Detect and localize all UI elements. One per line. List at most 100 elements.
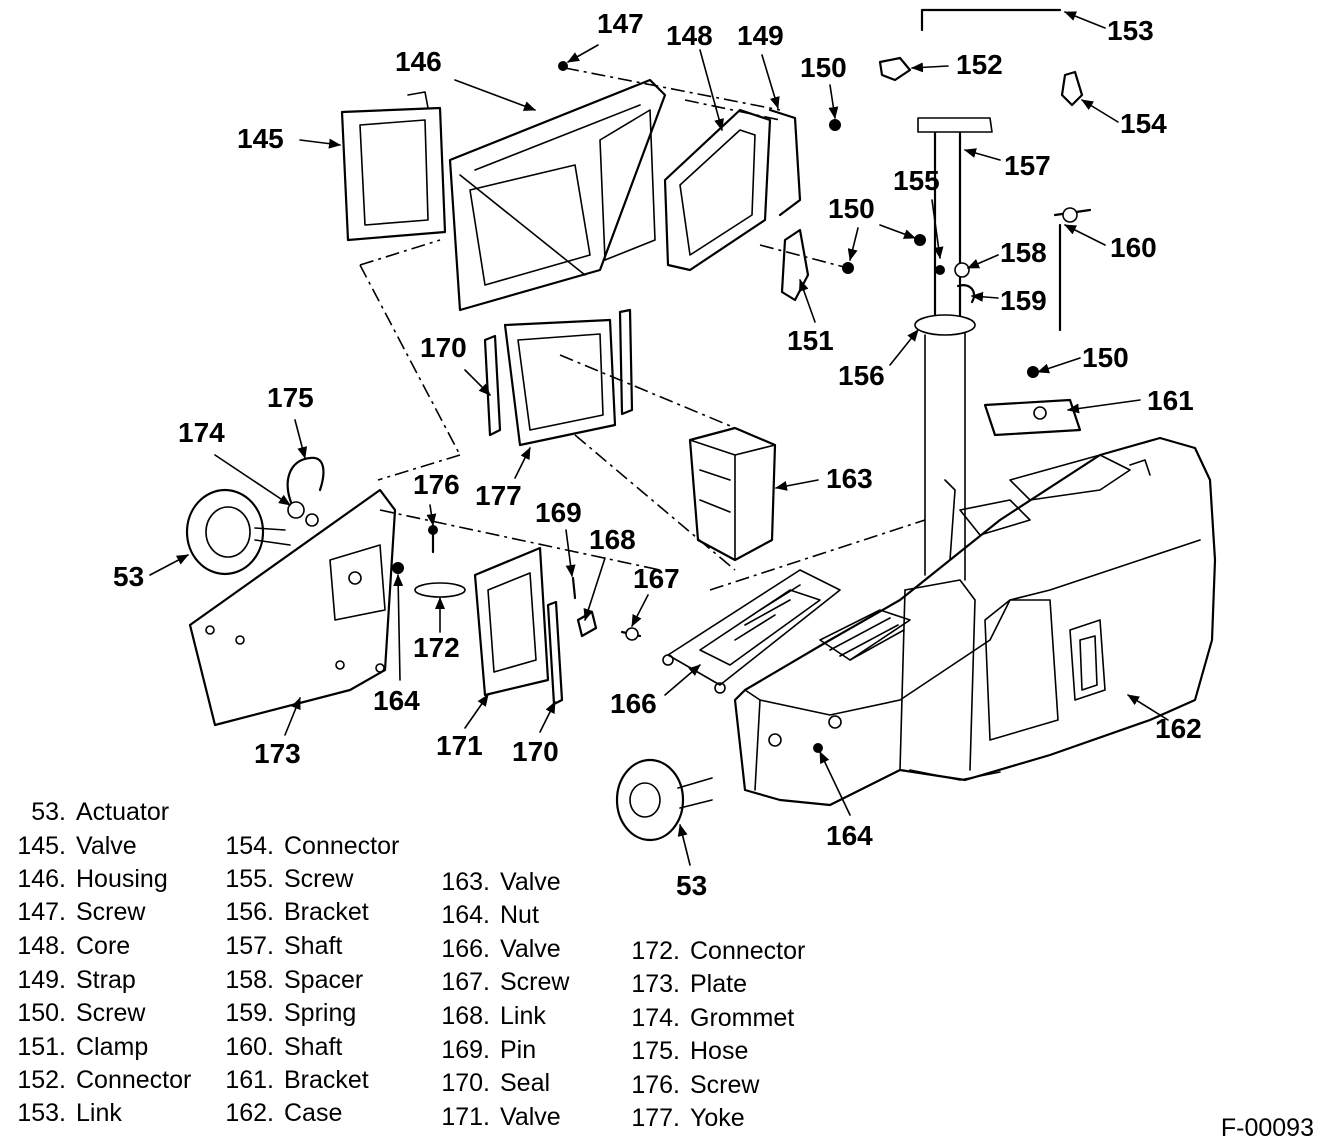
legend-item: 166.Valve (438, 935, 561, 963)
legend-number: 161. (225, 1066, 274, 1094)
legend-name: Connector (284, 832, 400, 860)
legend-number: 163. (441, 868, 490, 896)
callout-177: 177 (475, 480, 522, 511)
legend-number: 175. (631, 1037, 680, 1065)
legend-number: 149. (17, 966, 66, 994)
callout-175: 175 (267, 382, 314, 413)
housing-146-part (448, 78, 667, 312)
legend-number: 158. (225, 966, 274, 994)
legend-number: 162. (225, 1099, 274, 1127)
legend-number: 172. (631, 937, 680, 965)
callout-157: 157 (1004, 150, 1051, 181)
callout-146: 146 (395, 46, 442, 77)
legend-name: Spacer (284, 966, 364, 994)
legend-number: 53. (31, 798, 66, 826)
valve-171-part (473, 546, 564, 706)
legend-item: 152.Connector (10, 1066, 191, 1094)
legend-name: Pin (500, 1036, 537, 1064)
callout-163: 163 (826, 463, 873, 494)
shaft-assembly (914, 117, 993, 581)
legend-name: Screw (500, 968, 570, 996)
seal-170-upper (483, 308, 634, 437)
legend-number: 145. (17, 832, 66, 860)
callout-159: 159 (1000, 285, 1047, 316)
callout-147: 147 (597, 8, 644, 39)
callout-168: 168 (589, 524, 636, 555)
legend-name: Seal (500, 1069, 551, 1097)
legend-name: Connector (690, 937, 806, 965)
legend-name: Bracket (284, 1066, 369, 1094)
legend-number: 168. (441, 1002, 490, 1030)
callout-labels: 147 148 149 150 152 153 154 146 145 157 … (113, 8, 1202, 901)
callout-162: 162 (1155, 713, 1202, 744)
callout-53-left: 53 (113, 561, 144, 592)
legend-name: Link (500, 1002, 546, 1030)
legend-item: 169. Pin (438, 1036, 536, 1064)
legend-name: Shaft (284, 1033, 343, 1061)
legend-number: 159. (225, 999, 274, 1027)
callout-154: 154 (1120, 108, 1167, 139)
legend-item: 164.Nut (438, 901, 539, 929)
legend-item: 167. Screw (438, 968, 569, 996)
legend-name: Hose (690, 1037, 749, 1065)
legend-item: 151.Clamp (10, 1033, 148, 1061)
legend-name: Valve (500, 935, 561, 963)
legend-number: 169. (441, 1036, 490, 1064)
callout-155: 155 (893, 165, 940, 196)
callout-150-mid: 150 (828, 193, 875, 224)
legend-number: 167. (441, 968, 490, 996)
callout-160: 160 (1110, 232, 1157, 263)
legend-item: 176.Screw (628, 1071, 759, 1099)
legend-number: 174. (631, 1004, 680, 1032)
legend-item: 177.Yoke (628, 1104, 745, 1132)
legend-item: 171.Valve (438, 1103, 560, 1131)
callout-171: 171 (436, 730, 483, 761)
link-153-part (920, 8, 1062, 32)
callout-156: 156 (838, 360, 885, 391)
legend-number: 160. (225, 1033, 274, 1061)
callout-164-left: 164 (373, 685, 420, 716)
leader-lines (149, 11, 1169, 866)
legend-number: 170. (441, 1069, 490, 1097)
callout-150-right: 150 (1082, 342, 1129, 373)
callout-172: 172 (413, 632, 460, 663)
legend-name: Core (76, 932, 131, 960)
legend-item: 168. Link (438, 1002, 546, 1030)
legend-number: 148. (17, 932, 66, 960)
legend-name: Connector (76, 1066, 192, 1094)
legend-name: Bracket (284, 898, 369, 926)
legend-item: 149. Strap (10, 966, 136, 994)
legend-name: Valve (76, 832, 137, 860)
callout-167: 167 (633, 563, 680, 594)
legend-number: 150. (17, 999, 66, 1027)
legend-item: 160. Shaft (222, 1033, 342, 1061)
legend-item: 147.Screw (10, 898, 145, 926)
legend-name: Screw (690, 1071, 760, 1099)
legend-item: 155.Screw (222, 865, 353, 893)
callout-148: 148 (666, 20, 713, 51)
legend-item: 163. Valve (438, 868, 561, 896)
callout-166: 166 (610, 688, 657, 719)
legend-item: 162.Case (222, 1099, 342, 1127)
legend-name: Strap (76, 966, 136, 994)
legend-name: Yoke (690, 1104, 745, 1132)
figure-id: F-00093 (1220, 1114, 1314, 1142)
legend-name: Nut (500, 901, 539, 929)
callout-161: 161 (1147, 385, 1194, 416)
legend-number: 154. (225, 832, 274, 860)
actuator-53-bottom (615, 758, 713, 842)
legend-number: 156. (225, 898, 274, 926)
legend-item: 159.Spring (222, 999, 356, 1027)
legend-number: 173. (631, 970, 680, 998)
callout-152: 152 (956, 49, 1003, 80)
callout-174: 174 (178, 417, 225, 448)
legend-name: Plate (690, 970, 747, 998)
legend-item: 161. Bracket (222, 1066, 369, 1094)
legend-number: 147. (17, 898, 66, 926)
legend-number: 171. (441, 1103, 490, 1131)
legend-item: 148. Core (10, 932, 130, 960)
shaft-160-part (1053, 207, 1092, 332)
legend-item: 146.Housing (10, 865, 167, 893)
legend-name: Valve (500, 868, 561, 896)
